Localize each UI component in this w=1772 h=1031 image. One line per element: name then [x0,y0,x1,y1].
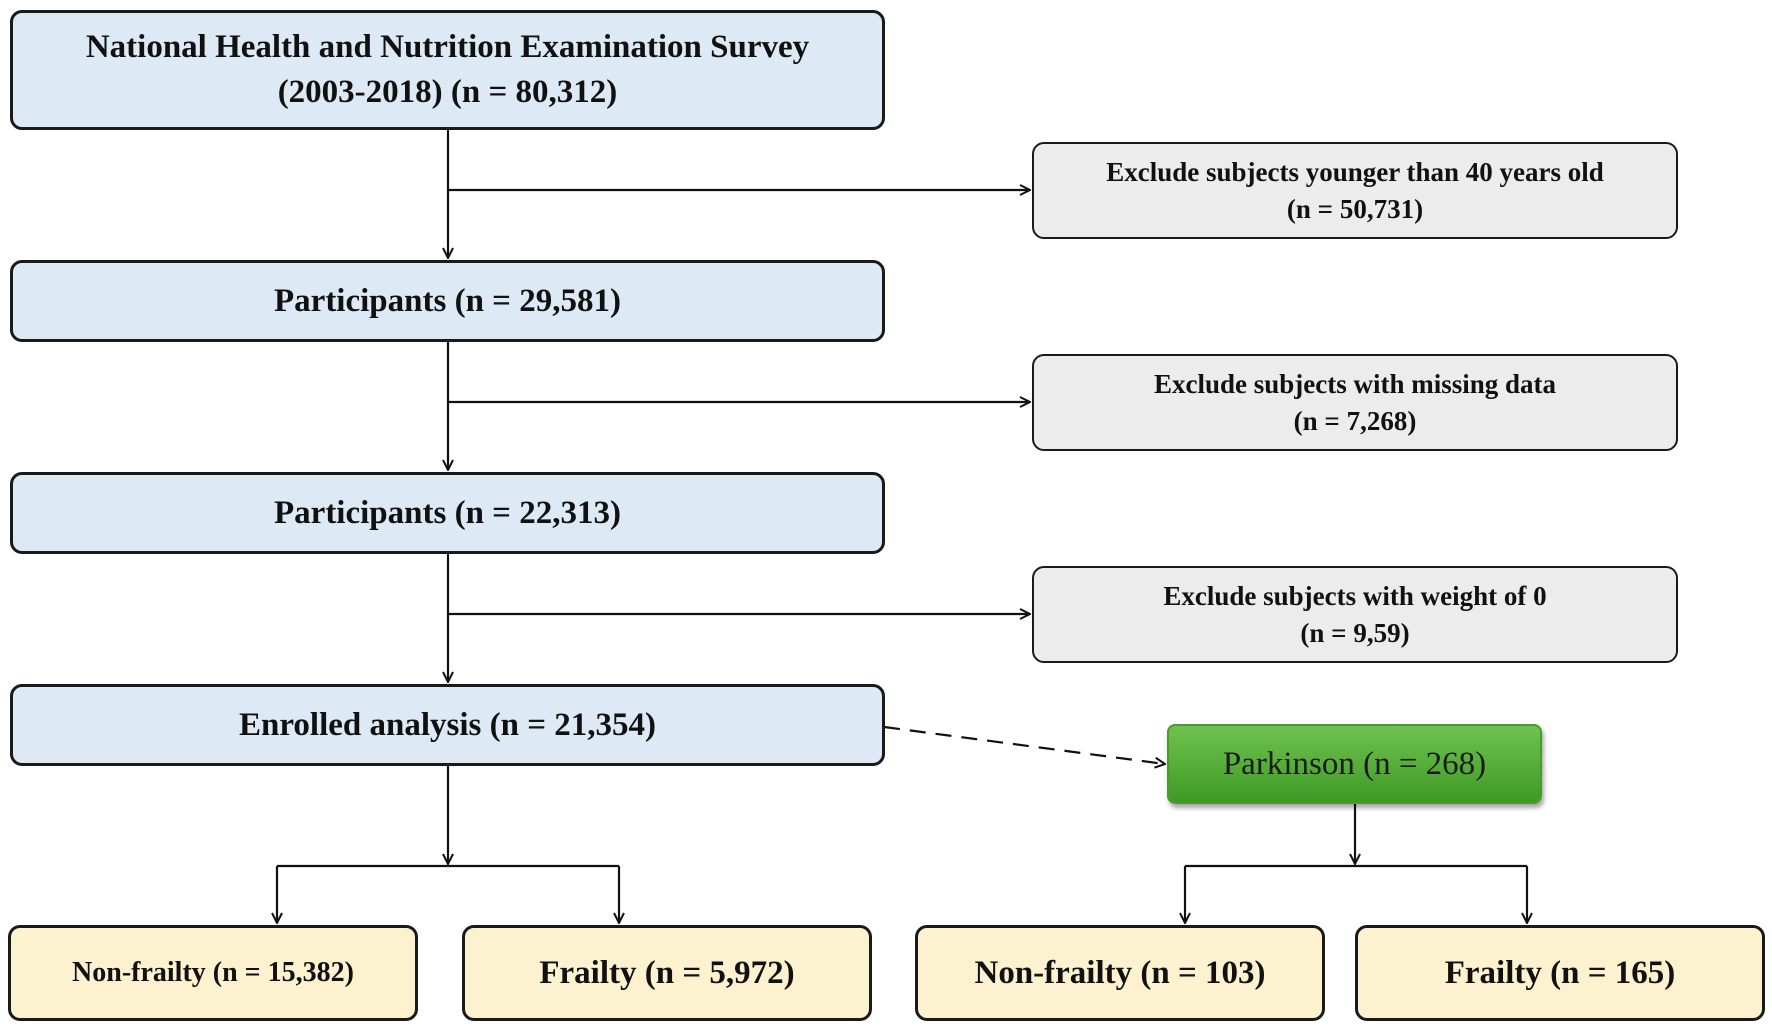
nonfrailty-all-label: Non-frailty (n = 15,382) [72,957,354,988]
exclude-missing-box: Exclude subjects with missing data (n = … [1032,354,1678,451]
enrolled-analysis-label: Enrolled analysis (n = 21,354) [238,706,656,743]
participants-2-box: Participants (n = 22,313) [10,472,885,554]
survey-line1: National Health and Nutrition Examinatio… [85,29,810,66]
enrolled-analysis-box: Enrolled analysis (n = 21,354) [10,684,885,766]
nonfrailty-all-box: Non-frailty (n = 15,382) [8,925,418,1021]
nonfrailty-pd-box: Non-frailty (n = 103) [915,925,1325,1021]
exclude-weight-line2: (n = 9,59) [1300,617,1410,648]
frailty-all-label: Frailty (n = 5,972) [539,954,795,991]
dashed-arrow-to-parkinson [883,725,1165,764]
exclude-age-box: Exclude subjects younger than 40 years o… [1032,142,1678,239]
parkinson-label: Parkinson (n = 268) [1222,745,1487,782]
survey-line2: (2003-2018) (n = 80,312) [277,74,618,110]
frailty-all-box: Frailty (n = 5,972) [462,925,872,1021]
frailty-pd-label: Frailty (n = 165) [1444,954,1676,991]
exclude-missing-line1: Exclude subjects with missing data [1153,369,1557,400]
exclude-weight-line1: Exclude subjects with weight of 0 [1163,581,1547,612]
exclude-age-line1: Exclude subjects younger than 40 years o… [1106,157,1604,188]
survey-box: National Health and Nutrition Examinatio… [10,10,885,130]
parkinson-box: Parkinson (n = 268) [1167,724,1542,804]
participants-1-box: Participants (n = 29,581) [10,260,885,342]
exclude-age-line2: (n = 50,731) [1286,193,1424,224]
exclude-missing-line2: (n = 7,268) [1293,405,1417,436]
frailty-pd-box: Frailty (n = 165) [1355,925,1765,1021]
nonfrailty-pd-label: Non-frailty (n = 103) [974,954,1266,991]
exclude-weight-box: Exclude subjects with weight of 0 (n = 9… [1032,566,1678,663]
participants-1-label: Participants (n = 29,581) [274,282,621,319]
participants-2-label: Participants (n = 22,313) [274,494,621,531]
